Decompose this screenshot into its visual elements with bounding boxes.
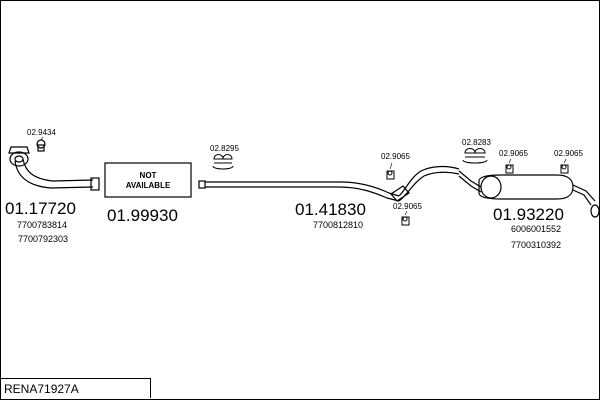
part-number-4: 01.93220 — [493, 205, 564, 224]
part-number-3: 01.41830 — [295, 200, 366, 219]
part-4-ref-2: 7700310392 — [511, 240, 562, 250]
front-pipe-drawing — [8, 139, 100, 191]
leader-lines — [40, 136, 567, 216]
reference-code-box: RENA71927A — [1, 378, 151, 398]
part-1-ref-2: 7700792303 — [18, 234, 69, 244]
fitting-label-3: 02.9065 — [381, 152, 410, 161]
fitting-label-6: 02.9065 — [499, 149, 528, 158]
not-available-box — [104, 162, 192, 198]
fitting-label-4: 02.9065 — [393, 202, 422, 211]
part-4-ref-1: 6006001552 — [511, 224, 562, 234]
intermediate-pipe-drawing — [198, 165, 460, 202]
part-number-1: 01.17720 — [5, 199, 76, 218]
part-3-ref-1: 7700812810 — [313, 220, 364, 230]
fittings-drawing — [212, 148, 569, 226]
fitting-label-2: 02.8295 — [210, 144, 239, 153]
reference-code: RENA71927A — [4, 382, 79, 396]
fitting-label-5: 02.8283 — [462, 138, 491, 147]
not-available-label: NOT AVAILABLE — [105, 171, 191, 191]
part-1-ref-1: 7700783814 — [17, 220, 68, 230]
fitting-label-1: 02.9434 — [27, 128, 56, 137]
not-available-text: NOT AVAILABLE — [125, 171, 171, 190]
part-number-2: 01.99930 — [107, 206, 178, 225]
rear-silencer-drawing — [458, 170, 599, 218]
fitting-label-7: 02.9065 — [554, 149, 583, 158]
